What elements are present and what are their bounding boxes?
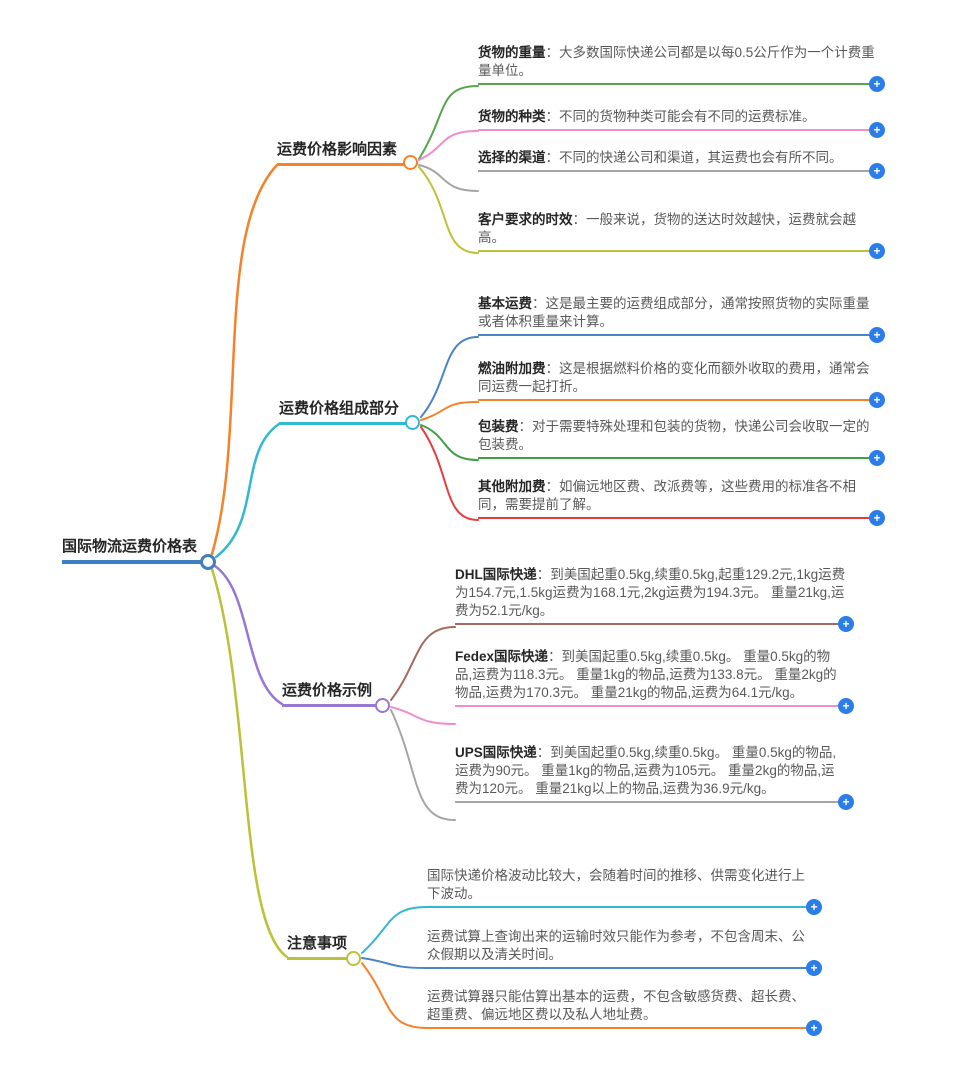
connector-b1-l3 [418, 164, 479, 192]
topic-desc: ：这是根据燃料价格的变化而额外收取的费用，通常会同运费一起打折。 [478, 361, 870, 394]
topic-title: 货物的种类 [478, 109, 546, 124]
topic-other-surcharge[interactable]: 其他附加费：如偏远地区费、改派费等，这些费用的标准各不相同，需要提前了解。 + [478, 478, 885, 526]
expand-plus-icon[interactable]: + [806, 960, 822, 976]
root-topic[interactable]: 国际物流运费价格表 [62, 537, 202, 564]
root-node-handle[interactable] [200, 554, 216, 570]
branch-label: 运费价格示例 [282, 682, 373, 699]
topic-desc: ：到美国起重0.5kg,续重0.5kg,起重129.2元,1kg运费为154.7… [455, 567, 846, 618]
branch-label: 运费价格影响因素 [277, 141, 398, 158]
branch-topic-notes[interactable]: 注意事项 [287, 934, 353, 960]
topic-base-freight[interactable]: 基本运费：这是最主要的运费组成部分，通常按照货物的实际重量或者体积重量来计算。 … [478, 295, 885, 343]
expand-plus-icon[interactable]: + [806, 1020, 822, 1036]
branch-topic-price-examples[interactable]: 运费价格示例 [282, 681, 381, 707]
expand-plus-icon[interactable]: + [869, 327, 885, 343]
connector-b1-l1 [418, 85, 479, 160]
expand-plus-icon[interactable]: + [869, 392, 885, 408]
topic-channel-choice[interactable]: 选择的渠道：不同的快递公司和渠道，其运费也会有所不同。 + [478, 149, 885, 179]
topic-fuel-surcharge[interactable]: 燃油附加费：这是根据燃料价格的变化而额外收取的费用，通常会同运费一起打折。 + [478, 360, 885, 408]
topic-title: 客户要求的时效 [478, 212, 573, 227]
branch-handle-1[interactable] [403, 155, 418, 170]
branch-handle-2[interactable] [405, 415, 420, 430]
topic-title: 其他附加费 [478, 479, 546, 494]
topic-desc: ：到美国起重0.5kg,续重0.5kg。 重量0.5kg的物品,运费为118.3… [455, 649, 837, 700]
topic-desc: ：如偏远地区费、改派费等，这些费用的标准各不相同，需要提前了解。 [478, 479, 856, 512]
topic-title: DHL国际快递 [455, 567, 537, 582]
topic-title: 选择的渠道 [478, 150, 546, 165]
topic-title: 燃油附加费 [478, 361, 546, 376]
branch-label: 注意事项 [287, 935, 348, 952]
connector-root-b3 [213, 564, 284, 706]
root-topic-label: 国际物流运费价格表 [62, 538, 198, 555]
expand-plus-icon[interactable]: + [838, 616, 854, 632]
connector-root-b2 [214, 422, 281, 559]
expand-plus-icon[interactable]: + [838, 698, 854, 714]
topic-cargo-weight[interactable]: 货物的重量：大多数国际快递公司都是以每0.5公斤作为一个计费重量单位。 + [478, 44, 885, 92]
connector-root-b4 [210, 567, 289, 959]
expand-plus-icon[interactable]: + [869, 510, 885, 526]
expand-plus-icon[interactable]: + [869, 122, 885, 138]
topic-desc: 运费试算器只能估算出基本的运费，不包含敏感货费、超长费、超重费、偏远地区费以及私… [427, 989, 805, 1022]
expand-plus-icon[interactable]: + [869, 163, 885, 179]
connector-b4-l2 [361, 957, 428, 969]
topic-title: 货物的重量 [478, 45, 546, 60]
topic-desc: ：这是最主要的运费组成部分，通常按照货物的实际重量或者体积重量来计算。 [478, 296, 870, 329]
topic-price-fluctuation[interactable]: 国际快递价格波动比较大，会随着时间的推移、供需变化进行上下波动。 + [427, 867, 822, 915]
connector-b1-l4 [418, 166, 479, 254]
topic-dhl-express[interactable]: DHL国际快递：到美国起重0.5kg,续重0.5kg,起重129.2元,1kg运… [455, 566, 854, 632]
topic-fedex-express[interactable]: Fedex国际快递：到美国起重0.5kg,续重0.5kg。 重量0.5kg的物品… [455, 648, 854, 714]
expand-plus-icon[interactable]: + [806, 899, 822, 915]
topic-transit-time-reference[interactable]: 运费试算上查询出来的运输时效只能作为参考，不包含周末、公众假期以及清关时间。 + [427, 928, 822, 976]
branch-topic-influence-factors[interactable]: 运费价格影响因素 [277, 140, 410, 166]
topic-title: 基本运费 [478, 296, 532, 311]
connector-b3-l1 [390, 626, 456, 701]
expand-plus-icon[interactable]: + [869, 243, 885, 259]
connector-b2-l2 [420, 401, 479, 421]
topic-cargo-type[interactable]: 货物的种类：不同的货物种类可能会有不同的运费标准。 + [478, 108, 885, 138]
expand-plus-icon[interactable]: + [869, 76, 885, 92]
topic-desc: ：不同的快递公司和渠道，其运费也会有所不同。 [545, 150, 843, 165]
topic-desc: ：不同的货物种类可能会有不同的运费标准。 [545, 109, 816, 124]
topic-title: UPS国际快递 [455, 745, 537, 760]
expand-plus-icon[interactable]: + [838, 794, 854, 810]
topic-desc: ：对于需要特殊处理和包装的货物，快递公司会收取一定的包装费。 [478, 419, 870, 452]
branch-label: 运费价格组成部分 [279, 400, 400, 417]
topic-ups-express[interactable]: UPS国际快递：到美国起重0.5kg,续重0.5kg。 重量0.5kg的物品,运… [455, 744, 854, 810]
topic-desc: ：一般来说，货物的送达时效越快，运费就会越高。 [478, 212, 856, 245]
topic-desc: ：到美国起重0.5kg,续重0.5kg。 重量0.5kg的物品,运费为90元。 … [455, 745, 837, 796]
topic-desc: 国际快递价格波动比较大，会随着时间的推移、供需变化进行上下波动。 [427, 868, 805, 901]
connector-b3-l2 [390, 706, 456, 725]
connector-b4-l3 [361, 962, 428, 1029]
connector-root-b1 [210, 163, 279, 556]
connector-b3-l3 [390, 709, 456, 821]
connector-b2-l4 [420, 426, 479, 521]
topic-packing-fee[interactable]: 包装费：对于需要特殊处理和包装的货物，快递公司会收取一定的包装费。 + [478, 418, 885, 466]
branch-handle-3[interactable] [375, 698, 390, 713]
connector-b4-l1 [361, 906, 428, 954]
connector-b1-l2 [418, 130, 479, 161]
topic-delivery-time[interactable]: 客户要求的时效：一般来说，货物的送达时效越快，运费就会越高。 + [478, 211, 885, 259]
branch-topic-price-components[interactable]: 运费价格组成部分 [279, 399, 412, 425]
topic-title: 包装费 [478, 419, 519, 434]
topic-title: Fedex国际快递 [455, 649, 549, 664]
branch-handle-4[interactable] [346, 951, 361, 966]
expand-plus-icon[interactable]: + [869, 450, 885, 466]
connector-b2-l3 [420, 424, 479, 461]
topic-calculator-limitation[interactable]: 运费试算器只能估算出基本的运费，不包含敏感货费、超长费、超重费、偏远地区费以及私… [427, 988, 822, 1036]
topic-desc: ：大多数国际快递公司都是以每0.5公斤作为一个计费重量单位。 [478, 45, 875, 78]
connector-b2-l1 [420, 336, 479, 418]
topic-desc: 运费试算上查询出来的运输时效只能作为参考，不包含周末、公众假期以及清关时间。 [427, 929, 805, 962]
